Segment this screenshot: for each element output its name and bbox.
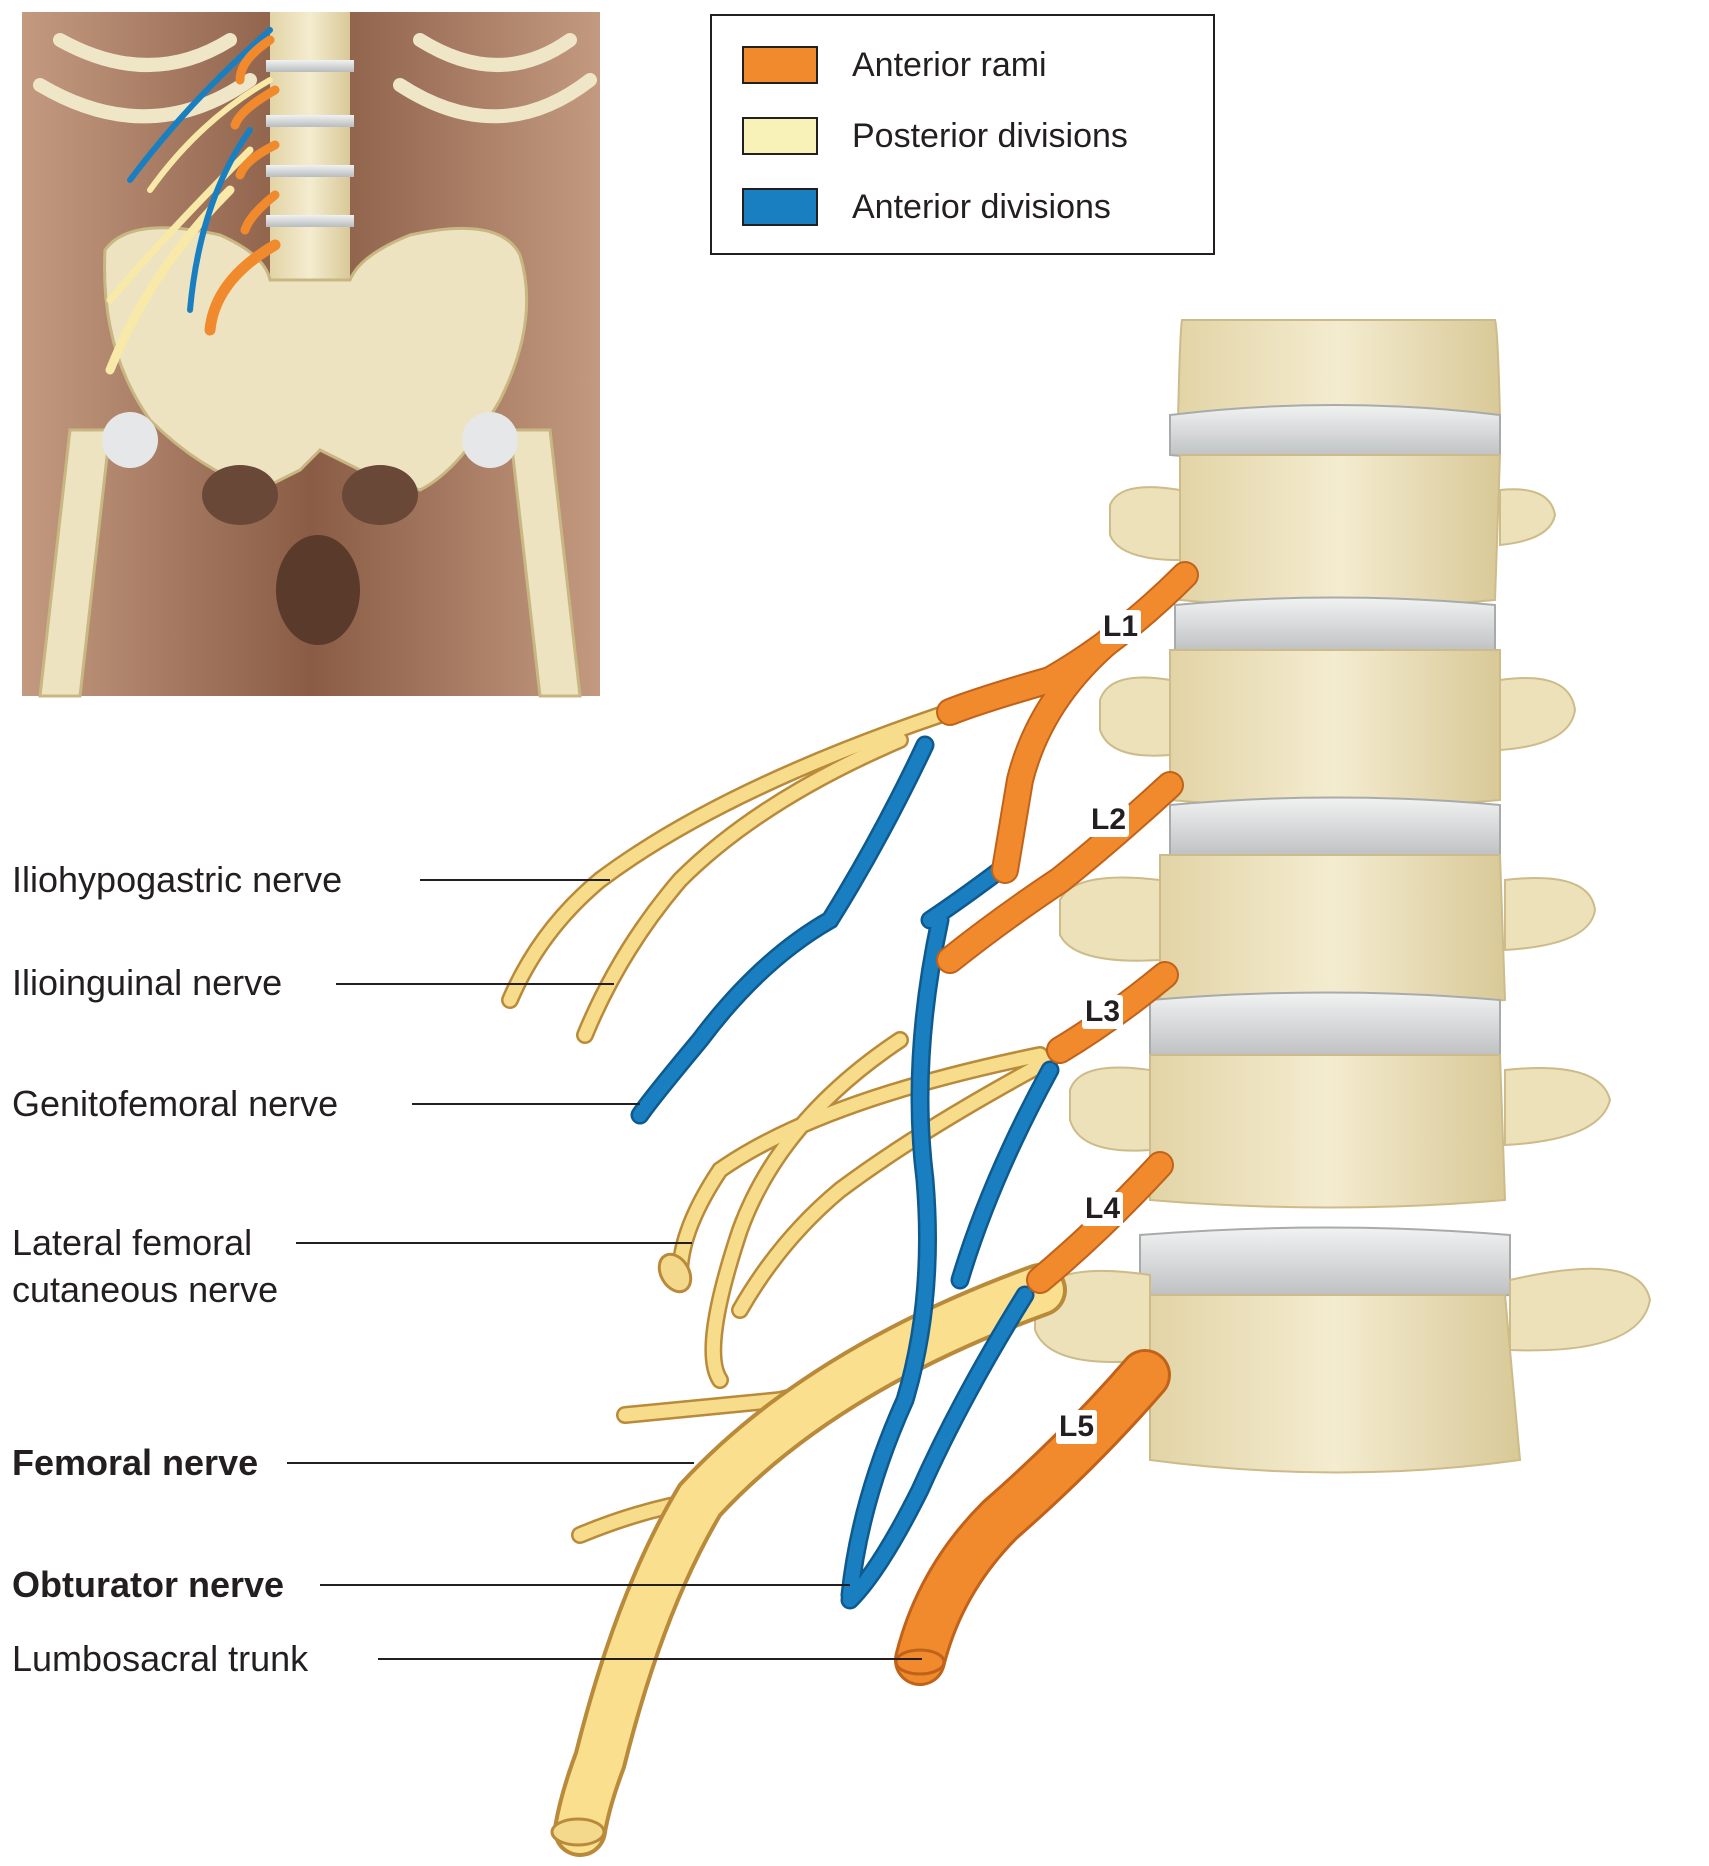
inset-torso [22,12,600,698]
label-obturator-nerve: Obturator nerve [12,1564,285,1605]
label-genitofemoral-nerve: Genitofemoral nerve [12,1083,339,1124]
label-ilioinguinal-nerve: Ilioinguinal nerve [12,962,283,1003]
inset-femur-left [38,428,112,698]
legend-label-anterior-rami: Anterior rami [852,46,1047,84]
legend-swatch-anterior-rami [742,46,818,84]
label-iliohypogastric-nerve: Iliohypogastric nerve [12,859,343,900]
anterior-rami [894,561,1199,1686]
leader-genitofemoral-nerve [412,1103,640,1105]
label-lateral-femoral-cutaneous-nerve: Lateral femoral cutaneous nerve [12,1222,279,1310]
inset-obturator-left [202,465,278,525]
vertebral-column [1034,319,1652,1474]
legend-swatch-anterior-divisions [742,188,818,226]
level-label-l2: L2 [1088,803,1130,837]
inset-hip-right [462,412,518,468]
anterior-divisions [630,735,1060,1610]
leader-lumbosacral-trunk [378,1658,922,1660]
inset-ribs [33,33,597,124]
leader-iliohypogastric-nerve [420,879,610,881]
legend-swatch-posterior-divisions [742,117,818,155]
label-lumbosacral-trunk: Lumbosacral trunk [12,1638,309,1679]
leader-femoral-nerve [287,1462,694,1464]
inset-obturator-right [342,465,418,525]
leader-obturator-nerve [320,1584,850,1586]
leader-lateral-femoral-cutaneous-nerve [296,1242,692,1244]
inset-genitals [276,535,360,645]
legend-label-posterior-divisions: Posterior divisions [852,117,1128,155]
level-label-l3: L3 [1082,995,1124,1029]
inset-spine [266,12,354,282]
level-label-l5: L5 [1056,1410,1098,1444]
leader-ilioinguinal-nerve [336,983,614,985]
legend: Anterior rami Posterior divisions Anteri… [710,14,1215,255]
inset-femur-right [508,428,582,698]
label-femoral-nerve: Femoral nerve [12,1442,259,1483]
level-label-l4: L4 [1082,1192,1124,1226]
inset-plexus [105,27,281,375]
posterior-divisions [501,706,1067,1857]
inset-hip-left [102,412,158,468]
level-label-l1: L1 [1100,610,1142,644]
legend-label-anterior-divisions: Anterior divisions [852,188,1111,226]
